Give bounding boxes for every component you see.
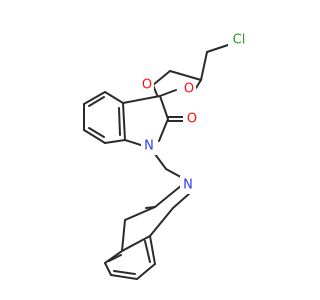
bond-c8-c7: [136, 263, 156, 280]
atom-oxygen-right: O: [182, 81, 196, 97]
bond-benzo-inner-1: [144, 240, 151, 263]
bond-c4-c4a: [121, 219, 126, 252]
bond-benzo-inner-2: [113, 270, 136, 275]
bond-n2-c3: [154, 184, 183, 208]
bond-layer: [83, 42, 235, 280]
bond-c4b-c5b: [83, 91, 106, 105]
bond-c4-c5: [169, 70, 202, 81]
bond-c1-c8a: [149, 207, 174, 237]
atom-nitrogen-isoquinoline: N: [180, 176, 196, 194]
bond-arom-inner-2: [88, 127, 105, 138]
bond-c7b-c7a: [104, 139, 126, 144]
atom-label-o-carbonyl: O: [187, 112, 197, 127]
bond-arom-inner-1: [88, 96, 105, 107]
bond-n2-c1: [172, 192, 191, 209]
bond-ch2-c4: [200, 51, 208, 81]
atom-label-n-isoquinoline: N: [183, 178, 193, 193]
atom-oxygen-left: O: [140, 77, 154, 93]
bond-spiro-c3a: [122, 95, 161, 104]
atom-label-layer: Cl O O O N N: [140, 31, 250, 194]
atom-label-n-indole: N: [144, 139, 154, 154]
bond-c6-c5: [104, 262, 112, 276]
bond-n1-c7a: [124, 139, 145, 147]
bond-c8a-c8: [149, 235, 156, 265]
bond-c4a-c8a: [121, 235, 151, 252]
bond-c3a-c4b: [104, 91, 124, 104]
bond-c5-c4a: [104, 250, 123, 264]
atom-oxygen-carbonyl: O: [183, 110, 199, 128]
bond-c2-n1: [158, 118, 169, 142]
atom-chlorine: Cl: [228, 31, 250, 49]
bond-c3-c4-ext: [124, 206, 156, 221]
bond-c6b-c7b: [83, 129, 106, 144]
atom-label-cl: Cl: [233, 33, 246, 48]
bond-c5-o1: [152, 70, 171, 86]
bond-benzo-inner-3: [108, 254, 122, 262]
bond-arom-inner-3: [118, 107, 121, 136]
bond-c7-c6: [110, 274, 138, 280]
bond-c7a-c3a: [122, 102, 126, 141]
atom-label-o-ring-right: O: [184, 82, 194, 97]
bond-spiro-c2: [159, 95, 169, 120]
bond-o3-spiro: [159, 89, 177, 97]
atom-label-o-ring-left: O: [142, 78, 152, 93]
molecule-structure: Cl O O O N N: [83, 31, 250, 280]
atom-nitrogen-indole: N: [141, 137, 157, 155]
bond-c4-o3: [195, 79, 202, 89]
